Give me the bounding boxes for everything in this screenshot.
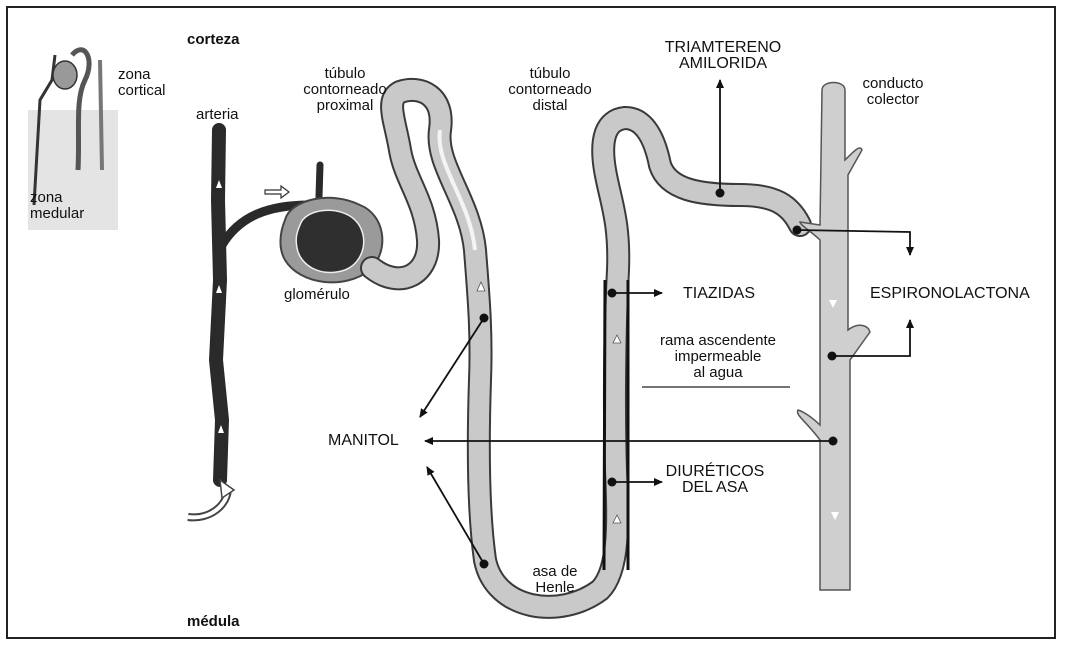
- distal-tubule-label: túbulo contorneado distal: [500, 66, 600, 114]
- flow-arrow-icon: [265, 186, 289, 198]
- manitol-label: MANITOL: [328, 433, 399, 449]
- henle-loop-label: asa de Henle: [515, 564, 595, 596]
- proximal-tubule-label: túbulo contorneado proximal: [290, 66, 400, 114]
- triamtereno-amilorida-label: TRIAMTERENO AMILORIDA: [648, 40, 798, 72]
- espironolactona-label: ESPIRONOLACTONA: [870, 286, 1030, 302]
- inset-cortical-label: zona cortical: [118, 67, 166, 99]
- arteria-label: arteria: [196, 107, 239, 123]
- ascending-limb-label: rama ascendente impermeable al agua: [648, 333, 788, 381]
- glomerulus-label: glomérulo: [284, 287, 350, 303]
- medulla-label: médula: [187, 614, 240, 630]
- artery: [188, 130, 320, 517]
- inset-collector: [100, 60, 102, 170]
- collecting-duct-label: conducto colector: [843, 76, 943, 108]
- ascending-limb-wall: [604, 280, 605, 570]
- collecting-duct: [797, 83, 870, 591]
- cortex-label: corteza: [187, 32, 240, 48]
- tiazidas-label: TIAZIDAS: [683, 286, 755, 302]
- capillary-tuft: [296, 210, 364, 272]
- inset-medular-label: zona medular: [30, 190, 84, 222]
- diureticos-asa-label: DIURÉTICOS DEL ASA: [655, 464, 775, 496]
- inset-glomerulus: [53, 61, 77, 89]
